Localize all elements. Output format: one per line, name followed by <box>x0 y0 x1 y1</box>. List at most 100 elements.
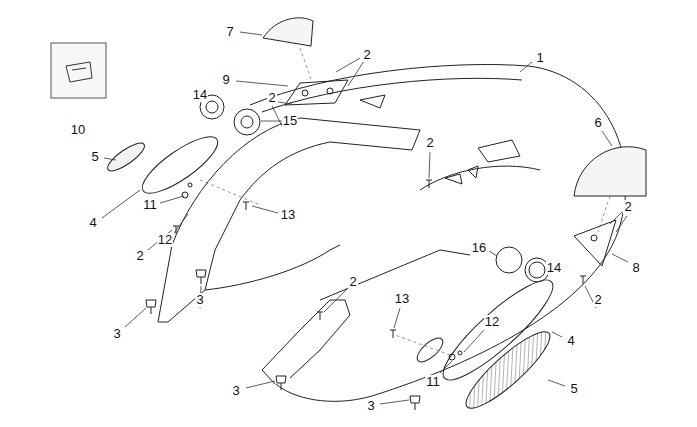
callout-number: 2 <box>267 91 276 105</box>
line-art <box>426 180 432 188</box>
line-art <box>188 183 192 187</box>
callout-number: 1 <box>535 51 544 65</box>
leader-lines <box>552 332 562 337</box>
line-art <box>196 270 206 284</box>
line-art <box>327 88 333 94</box>
line-art <box>317 312 323 320</box>
callout-number: 6 <box>593 116 602 130</box>
callout-number: 2 <box>362 48 371 62</box>
line-art <box>250 65 626 402</box>
leader-lines <box>252 206 278 213</box>
callout-number: 2 <box>348 275 357 289</box>
line-art <box>262 78 522 112</box>
callout-number: 3 <box>195 293 204 307</box>
line-art <box>360 95 385 108</box>
callout-number: 3 <box>231 384 240 398</box>
line-art <box>529 262 545 278</box>
callout-number: 11 <box>425 375 441 389</box>
line-art <box>574 147 646 196</box>
leader-lines <box>489 251 497 256</box>
line-art <box>241 116 253 128</box>
line-art <box>574 220 616 266</box>
line-art <box>420 166 540 190</box>
line-art <box>135 128 225 203</box>
line-art <box>51 43 106 98</box>
callout-number: 2 <box>425 136 434 150</box>
line-art <box>410 396 420 410</box>
callout-number: 13 <box>394 292 410 306</box>
line-art <box>458 323 558 417</box>
leader-lines <box>104 158 116 160</box>
line-art <box>445 166 478 184</box>
line-art <box>413 334 446 366</box>
callout-number: 16 <box>471 241 487 255</box>
callout-number: 2 <box>593 293 602 307</box>
leader-lines <box>380 400 409 404</box>
line-art <box>234 109 260 135</box>
callout-number: 7 <box>225 25 234 39</box>
callout-number: 3 <box>112 327 121 341</box>
line-art <box>580 276 586 284</box>
line-art <box>496 247 522 273</box>
leader-lines <box>236 81 288 86</box>
leader-lines <box>612 254 628 262</box>
line-art <box>262 300 350 384</box>
line-art <box>66 62 92 82</box>
dashed-guides <box>200 48 610 355</box>
callout-number: 14 <box>192 88 208 102</box>
leader-lines <box>102 32 628 404</box>
leader-lines <box>348 61 364 86</box>
dashed-guides <box>300 48 312 82</box>
line-art <box>263 18 313 46</box>
line-art <box>302 90 308 96</box>
leader-lines <box>261 121 282 122</box>
leader-lines <box>616 216 627 232</box>
callout-number: 8 <box>631 261 640 275</box>
leader-lines <box>429 152 430 178</box>
callout-number: 12 <box>484 315 500 329</box>
callout-number: 9 <box>221 73 230 87</box>
line-art <box>205 245 340 290</box>
dashed-guides <box>395 335 450 355</box>
leader-lines <box>602 131 612 146</box>
line-art <box>104 139 148 176</box>
callout-number: 11 <box>142 198 158 212</box>
dashed-guides <box>200 180 260 205</box>
callout-number: 4 <box>566 334 575 348</box>
line-art <box>158 118 420 322</box>
callout-number: 10 <box>70 123 86 137</box>
line-art <box>243 202 249 210</box>
callout-number: 14 <box>546 261 562 275</box>
line-art <box>390 330 396 338</box>
callout-number: 12 <box>157 233 173 247</box>
line-art <box>591 235 597 241</box>
leader-lines <box>520 62 532 72</box>
callout-number: 5 <box>569 382 578 396</box>
line-art <box>478 140 520 162</box>
leader-lines <box>610 212 622 224</box>
line-art <box>285 80 348 105</box>
leader-lines <box>440 361 452 373</box>
callout-number: 2 <box>135 249 144 263</box>
callout-number: 13 <box>280 208 296 222</box>
leader-lines <box>394 308 400 328</box>
callout-number: 15 <box>282 114 298 128</box>
line-art <box>276 376 286 390</box>
leader-lines <box>278 102 292 104</box>
callout-number: 2 <box>623 200 632 214</box>
leader-lines <box>336 58 360 72</box>
line-art <box>206 101 218 113</box>
dashed-guides <box>598 196 610 232</box>
leader-lines <box>160 196 184 203</box>
leader-lines <box>102 190 140 218</box>
leader-lines <box>246 381 275 388</box>
callout-number: 4 <box>88 216 97 230</box>
leader-lines <box>174 214 188 233</box>
leader-lines <box>548 380 565 386</box>
callout-number: 5 <box>90 150 99 164</box>
leader-lines <box>464 330 484 352</box>
callout-number: 3 <box>366 399 375 413</box>
leader-lines <box>272 106 282 126</box>
